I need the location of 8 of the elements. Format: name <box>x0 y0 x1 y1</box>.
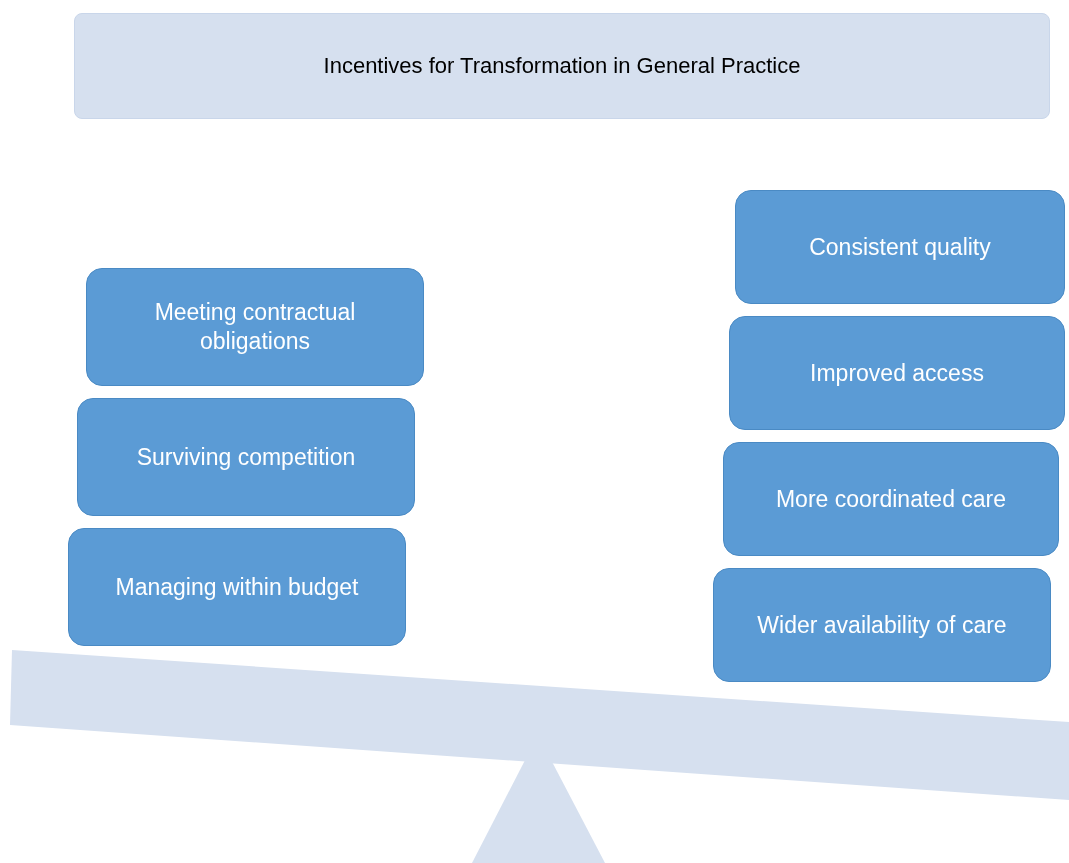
incentive-box: More coordinated care <box>723 442 1059 556</box>
incentive-box: Meeting contractual obligations <box>86 268 424 386</box>
incentive-box: Surviving competition <box>77 398 415 516</box>
incentive-box: Wider availability of care <box>713 568 1051 682</box>
incentive-box: Consistent quality <box>735 190 1065 304</box>
title-banner: Incentives for Transformation in General Practice <box>74 13 1050 119</box>
incentive-box: Managing within budget <box>68 528 406 646</box>
incentive-box: Improved access <box>729 316 1065 430</box>
